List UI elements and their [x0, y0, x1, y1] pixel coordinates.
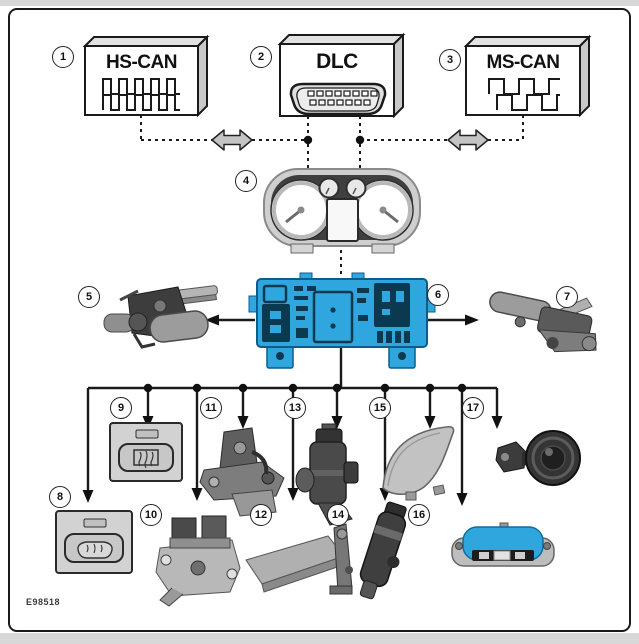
- hs-can-label: HS-CAN: [106, 52, 177, 73]
- wiper-motor-front-icon: [103, 285, 218, 349]
- module-bracket-icon: [245, 523, 353, 595]
- washer-pump-icon: [295, 423, 359, 526]
- hs-can-module-box: [82, 34, 210, 118]
- callout-6: 6: [427, 284, 449, 306]
- hs-can-waveform-icon: [102, 78, 180, 111]
- callout-11: 11: [200, 397, 222, 419]
- ms-can-waveform-icon: [488, 78, 560, 111]
- ms-can-label: MS-CAN: [486, 52, 561, 73]
- callout-5: 5: [78, 286, 100, 308]
- bus-junction-dots: [143, 383, 467, 393]
- callout-9: 9: [110, 397, 132, 419]
- callout-15: 15: [369, 397, 391, 419]
- callout-4: 4: [235, 170, 257, 192]
- bus-junction-dot: [303, 135, 313, 145]
- defrost-switch-rear-icon: [109, 422, 183, 482]
- callout-16: 16: [408, 504, 430, 526]
- instrument-cluster-icon: [263, 168, 421, 254]
- arrowhead-left-icon: [205, 314, 219, 326]
- page-edge-bottom: [0, 633, 639, 644]
- double-arrow-ms-icon: [447, 129, 489, 151]
- callout-2: 2: [250, 46, 272, 68]
- interior-lamp-module-icon: [451, 522, 555, 567]
- wiper-motor-rear-icon: [489, 291, 597, 353]
- page-edge-top: [0, 0, 639, 6]
- callout-17: 17: [462, 397, 484, 419]
- bus-junction-dot: [355, 135, 365, 145]
- callout-3: 3: [439, 49, 461, 71]
- down-arrowheads: [82, 416, 503, 506]
- central-junction-box-icon: [248, 272, 436, 369]
- callout-14: 14: [327, 504, 349, 526]
- reflector-icon: [382, 425, 455, 501]
- callout-13: 13: [284, 397, 306, 419]
- pump-cylinder-icon: [359, 501, 407, 600]
- dlc-connector-icon: [289, 82, 387, 116]
- callout-1: 1: [52, 46, 74, 68]
- callout-8: 8: [49, 486, 71, 508]
- callout-7: 7: [556, 286, 578, 308]
- double-arrow-hs-icon: [211, 129, 253, 151]
- dlc-label: DLC: [316, 50, 358, 73]
- callout-10: 10: [140, 504, 162, 526]
- dlc-module-box: [277, 32, 406, 119]
- latch-icon-upper: [199, 427, 285, 517]
- ms-can-module-box: [463, 34, 592, 118]
- defrost-switch-front-icon: [55, 510, 133, 574]
- latch-icon-lower: [155, 515, 241, 607]
- arrowhead-right-icon: [465, 314, 479, 326]
- can-bus-dashed-lines: [140, 115, 524, 277]
- figure-code: E98518: [26, 597, 61, 607]
- callout-12: 12: [250, 504, 272, 526]
- horn-icon: [495, 430, 581, 486]
- junction-box-links: [218, 318, 466, 388]
